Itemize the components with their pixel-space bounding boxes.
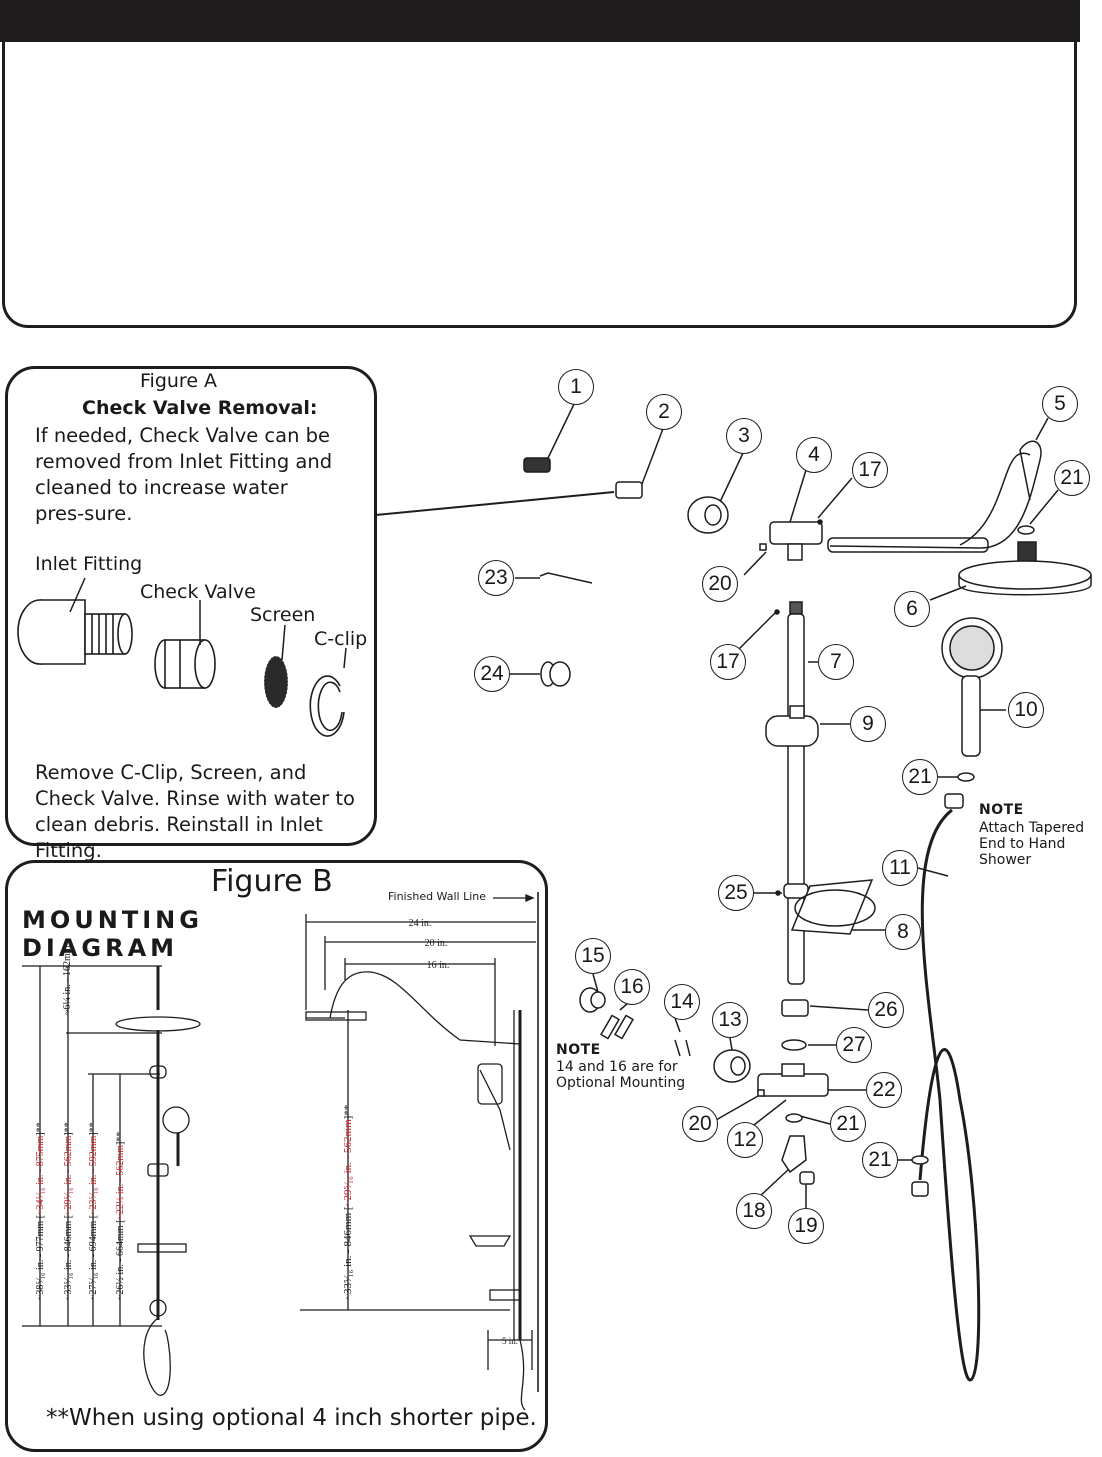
callout-12: 12	[727, 1122, 763, 1158]
callout-22: 22	[866, 1072, 902, 1108]
callout-17a: 17	[852, 452, 888, 488]
callout-21d: 21	[862, 1142, 898, 1178]
callout-5: 5	[1042, 386, 1078, 422]
note-hose-title: NOTE	[979, 802, 1024, 818]
dim-vertical-3: ~27⁵⁄₁₆ in. - 694mm [~23⁵⁄₁₆ in. - 592mm…	[88, 1122, 99, 1300]
note-hose-body: Attach Tapered End to Hand Shower	[979, 820, 1085, 868]
figure-a-subtitle: Check Valve Removal:	[82, 397, 318, 419]
callout-25: 25	[718, 875, 754, 911]
callout-8: 8	[885, 914, 921, 950]
header-bar	[0, 0, 1080, 42]
callout-16: 16	[614, 969, 650, 1005]
callout-21c: 21	[830, 1106, 866, 1142]
dim-16-in: 16 in.	[427, 960, 450, 971]
screen-icon	[263, 655, 289, 709]
label-check-valve: Check Valve	[140, 581, 256, 603]
callout-19: 19	[788, 1208, 824, 1244]
note-mount-body: 14 and 16 are for Optional Mounting	[556, 1059, 686, 1091]
callout-17b: 17	[710, 644, 746, 680]
callout-27: 27	[836, 1027, 872, 1063]
dim-24-in: 24 in.	[409, 918, 432, 929]
figure-b-title: Figure B	[211, 864, 333, 899]
dim-side-vertical: ~33⁵⁄₁₆ in. - 846mm [~29⁵⁄₁₆ in. - 562mm…	[342, 1105, 354, 1300]
figure-a-intro: If needed, Check Valve can be removed fr…	[35, 424, 333, 525]
callout-21a: 21	[1054, 460, 1090, 496]
mounting-diagram-heading: MOUNTING DIAGRAM	[22, 906, 203, 962]
callout-18: 18	[736, 1193, 772, 1229]
dim-5-in: 5 in.	[502, 1336, 518, 1346]
callout-21b: 21	[902, 759, 938, 795]
dim-vertical-4: ~26½ in. - 664mm [~22½ in. - 562mm]**	[115, 1132, 126, 1300]
callout-14: 14	[664, 984, 700, 1020]
callout-11: 11	[882, 850, 918, 886]
callout-20a: 20	[702, 566, 738, 602]
dim-vertical-1: ~38⁵⁄₁₆ in. - 977mm [~34⁵⁄₁₆ in. - 875mm…	[35, 1122, 46, 1300]
c-clip-icon	[309, 675, 345, 737]
callout-9: 9	[850, 706, 886, 742]
callout-24: 24	[474, 656, 510, 692]
inlet-fitting-icon	[17, 599, 133, 665]
note-mount-title: NOTE	[556, 1042, 601, 1058]
callout-4: 4	[796, 437, 832, 473]
callout-3: 3	[726, 418, 762, 454]
callout-15: 15	[575, 938, 611, 974]
finished-wall-line-label: Finished Wall Line	[388, 890, 487, 903]
figure-b-panel	[5, 860, 548, 1452]
figure-b-footnote: **When using optional 4 inch shorter pip…	[46, 1405, 537, 1431]
figure-a-instructions: Remove C-Clip, Screen, and Check Valve. …	[35, 761, 355, 862]
check-valve-icon	[154, 639, 216, 689]
callout-7: 7	[818, 644, 854, 680]
callout-23: 23	[478, 560, 514, 596]
label-c-clip: C-clip	[314, 628, 368, 650]
dim-vertical-2: ~33⁵⁄₁₆ in. - 846mm [~29⁵⁄₁₆ in. - 562mm…	[63, 1122, 74, 1300]
label-screen: Screen	[250, 604, 316, 626]
callout-26: 26	[868, 992, 904, 1028]
figure-a-title: Figure A	[140, 370, 218, 392]
callout-10: 10	[1008, 692, 1044, 728]
callout-13: 13	[712, 1002, 748, 1038]
callout-2: 2	[646, 394, 682, 430]
dim-20-in: 20 in.	[425, 938, 448, 949]
callout-20b: 20	[682, 1106, 718, 1142]
label-inlet-fitting: Inlet Fitting	[35, 553, 143, 575]
top-panel	[2, 0, 1077, 328]
dim-top: ~6¼ in. - 162mm	[62, 945, 73, 1015]
callout-6: 6	[894, 591, 930, 627]
callout-1: 1	[558, 369, 594, 405]
